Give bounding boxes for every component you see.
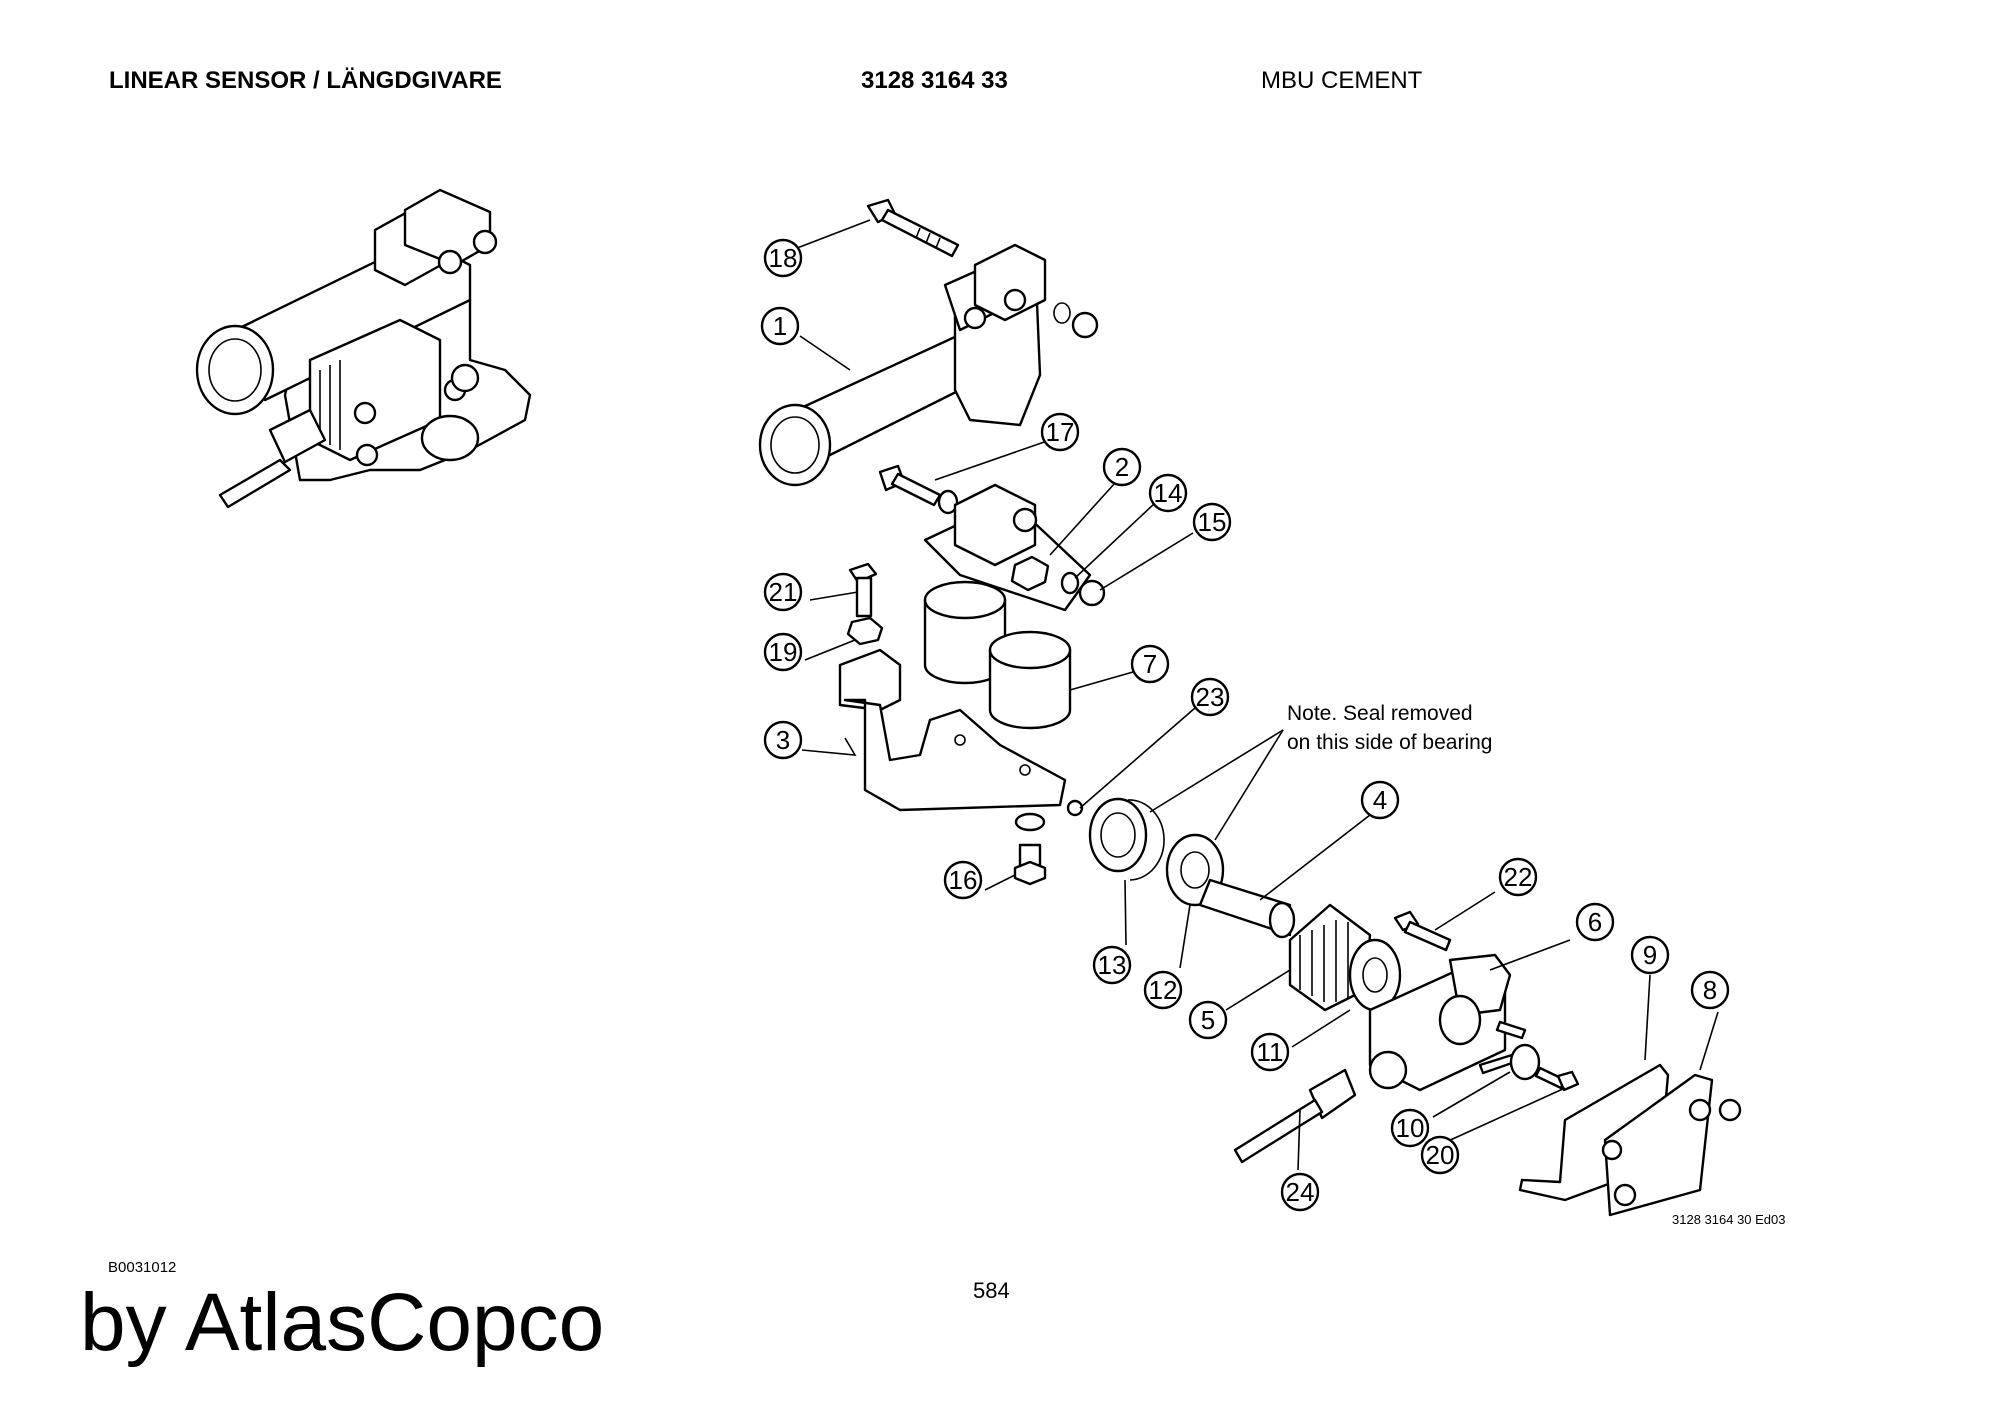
seal-note-line-1: Note. Seal removed	[1287, 702, 1473, 725]
part-5-11-gear	[1288, 903, 1402, 1012]
callout-label: 1	[773, 311, 787, 341]
document-id: B0031012	[108, 1259, 177, 1276]
part-18-bolt	[866, 198, 960, 258]
callout-8: 8	[1690, 970, 1730, 1010]
callout-9: 9	[1630, 935, 1670, 975]
part-24-connector-plug	[1233, 1068, 1357, 1164]
callout-21: 21	[763, 572, 803, 612]
callout-19: 19	[763, 632, 803, 672]
callout-6: 6	[1575, 902, 1615, 942]
part-number: 3128 3164 33	[861, 67, 1008, 94]
callout-label: 11	[1257, 1037, 1284, 1067]
callout-label: 13	[1098, 950, 1127, 980]
callout-label: 17	[1046, 417, 1075, 447]
callout-20: 20	[1420, 1135, 1460, 1175]
callout-label: 15	[1198, 507, 1227, 537]
callout-label: 19	[769, 637, 798, 667]
part-16-bolt-washer	[1013, 812, 1047, 886]
callout-5: 5	[1188, 1000, 1228, 1040]
drawing-number: 3128 3164 30 Ed03	[1672, 1212, 1786, 1227]
callout-1: 1	[760, 306, 800, 346]
callout-12: 12	[1143, 970, 1183, 1010]
callout-10: 10	[1390, 1108, 1430, 1148]
part-12-13-bearing-ring	[1088, 797, 1225, 907]
callout-18: 18	[763, 238, 803, 278]
callout-24: 24	[1280, 1172, 1320, 1212]
callout-23: 23	[1190, 677, 1230, 717]
part-14-15-washer-nut	[1060, 571, 1106, 607]
callout-4: 4	[1360, 780, 1400, 820]
part-7-dampers	[923, 580, 1072, 730]
callout-label: 7	[1143, 649, 1157, 679]
callout-2: 2	[1102, 447, 1142, 487]
part-22-bolt	[1393, 910, 1452, 952]
callout-17: 17	[1040, 412, 1080, 452]
callout-label: 21	[769, 577, 798, 607]
part-4-shaft	[1198, 878, 1296, 939]
callout-label: 16	[949, 865, 978, 895]
callout-label: 3	[776, 725, 790, 755]
part-9-8-cover-plates	[1518, 1063, 1742, 1217]
part-1-cylinder-body	[758, 243, 1099, 487]
page-title: LINEAR SENSOR / LÄNGDGIVARE	[109, 67, 502, 94]
callout-label: 23	[1196, 682, 1225, 712]
callout-16: 16	[943, 860, 983, 900]
callout-label: 6	[1588, 907, 1602, 937]
callout-label: 18	[769, 243, 798, 273]
part-17-bolt	[878, 464, 959, 515]
callout-label: 9	[1643, 940, 1657, 970]
part-19-nut	[846, 616, 884, 646]
leader-lines	[791, 219, 1719, 1171]
callout-label: 22	[1504, 862, 1533, 892]
callout-11: 11	[1250, 1032, 1290, 1072]
callout-7: 7	[1130, 644, 1170, 684]
callout-15: 15	[1192, 502, 1232, 542]
assembled-sensor-view	[195, 188, 532, 509]
callout-label: 2	[1115, 452, 1129, 482]
callout-label: 8	[1703, 975, 1717, 1005]
seal-note-line-2: on this side of bearing	[1287, 731, 1492, 754]
callout-3: 3	[763, 720, 803, 760]
callout-22: 22	[1498, 857, 1538, 897]
callout-label: 4	[1373, 785, 1387, 815]
callout-label: 10	[1396, 1113, 1425, 1143]
part-3-mounting-plate	[838, 648, 1067, 812]
callout-label: 5	[1201, 1005, 1215, 1035]
part-2-bracket	[923, 483, 1092, 612]
part-21-bolt	[848, 562, 878, 618]
part-6-sensor-housing	[1368, 953, 1527, 1092]
callout-label: 20	[1426, 1140, 1455, 1170]
brand-logo-text: by AtlasCopco	[80, 1277, 605, 1368]
part-23-nipple	[1066, 799, 1084, 817]
callout-14: 14	[1148, 473, 1188, 513]
callout-label: 14	[1154, 478, 1183, 508]
callout-label: 12	[1149, 975, 1178, 1005]
callout-label: 24	[1286, 1177, 1315, 1207]
callout-13: 13	[1092, 945, 1132, 985]
page-number: 584	[973, 1278, 1010, 1303]
machine-name: MBU CEMENT	[1261, 67, 1423, 94]
part-10-20-washer-bolt	[1509, 1043, 1580, 1092]
